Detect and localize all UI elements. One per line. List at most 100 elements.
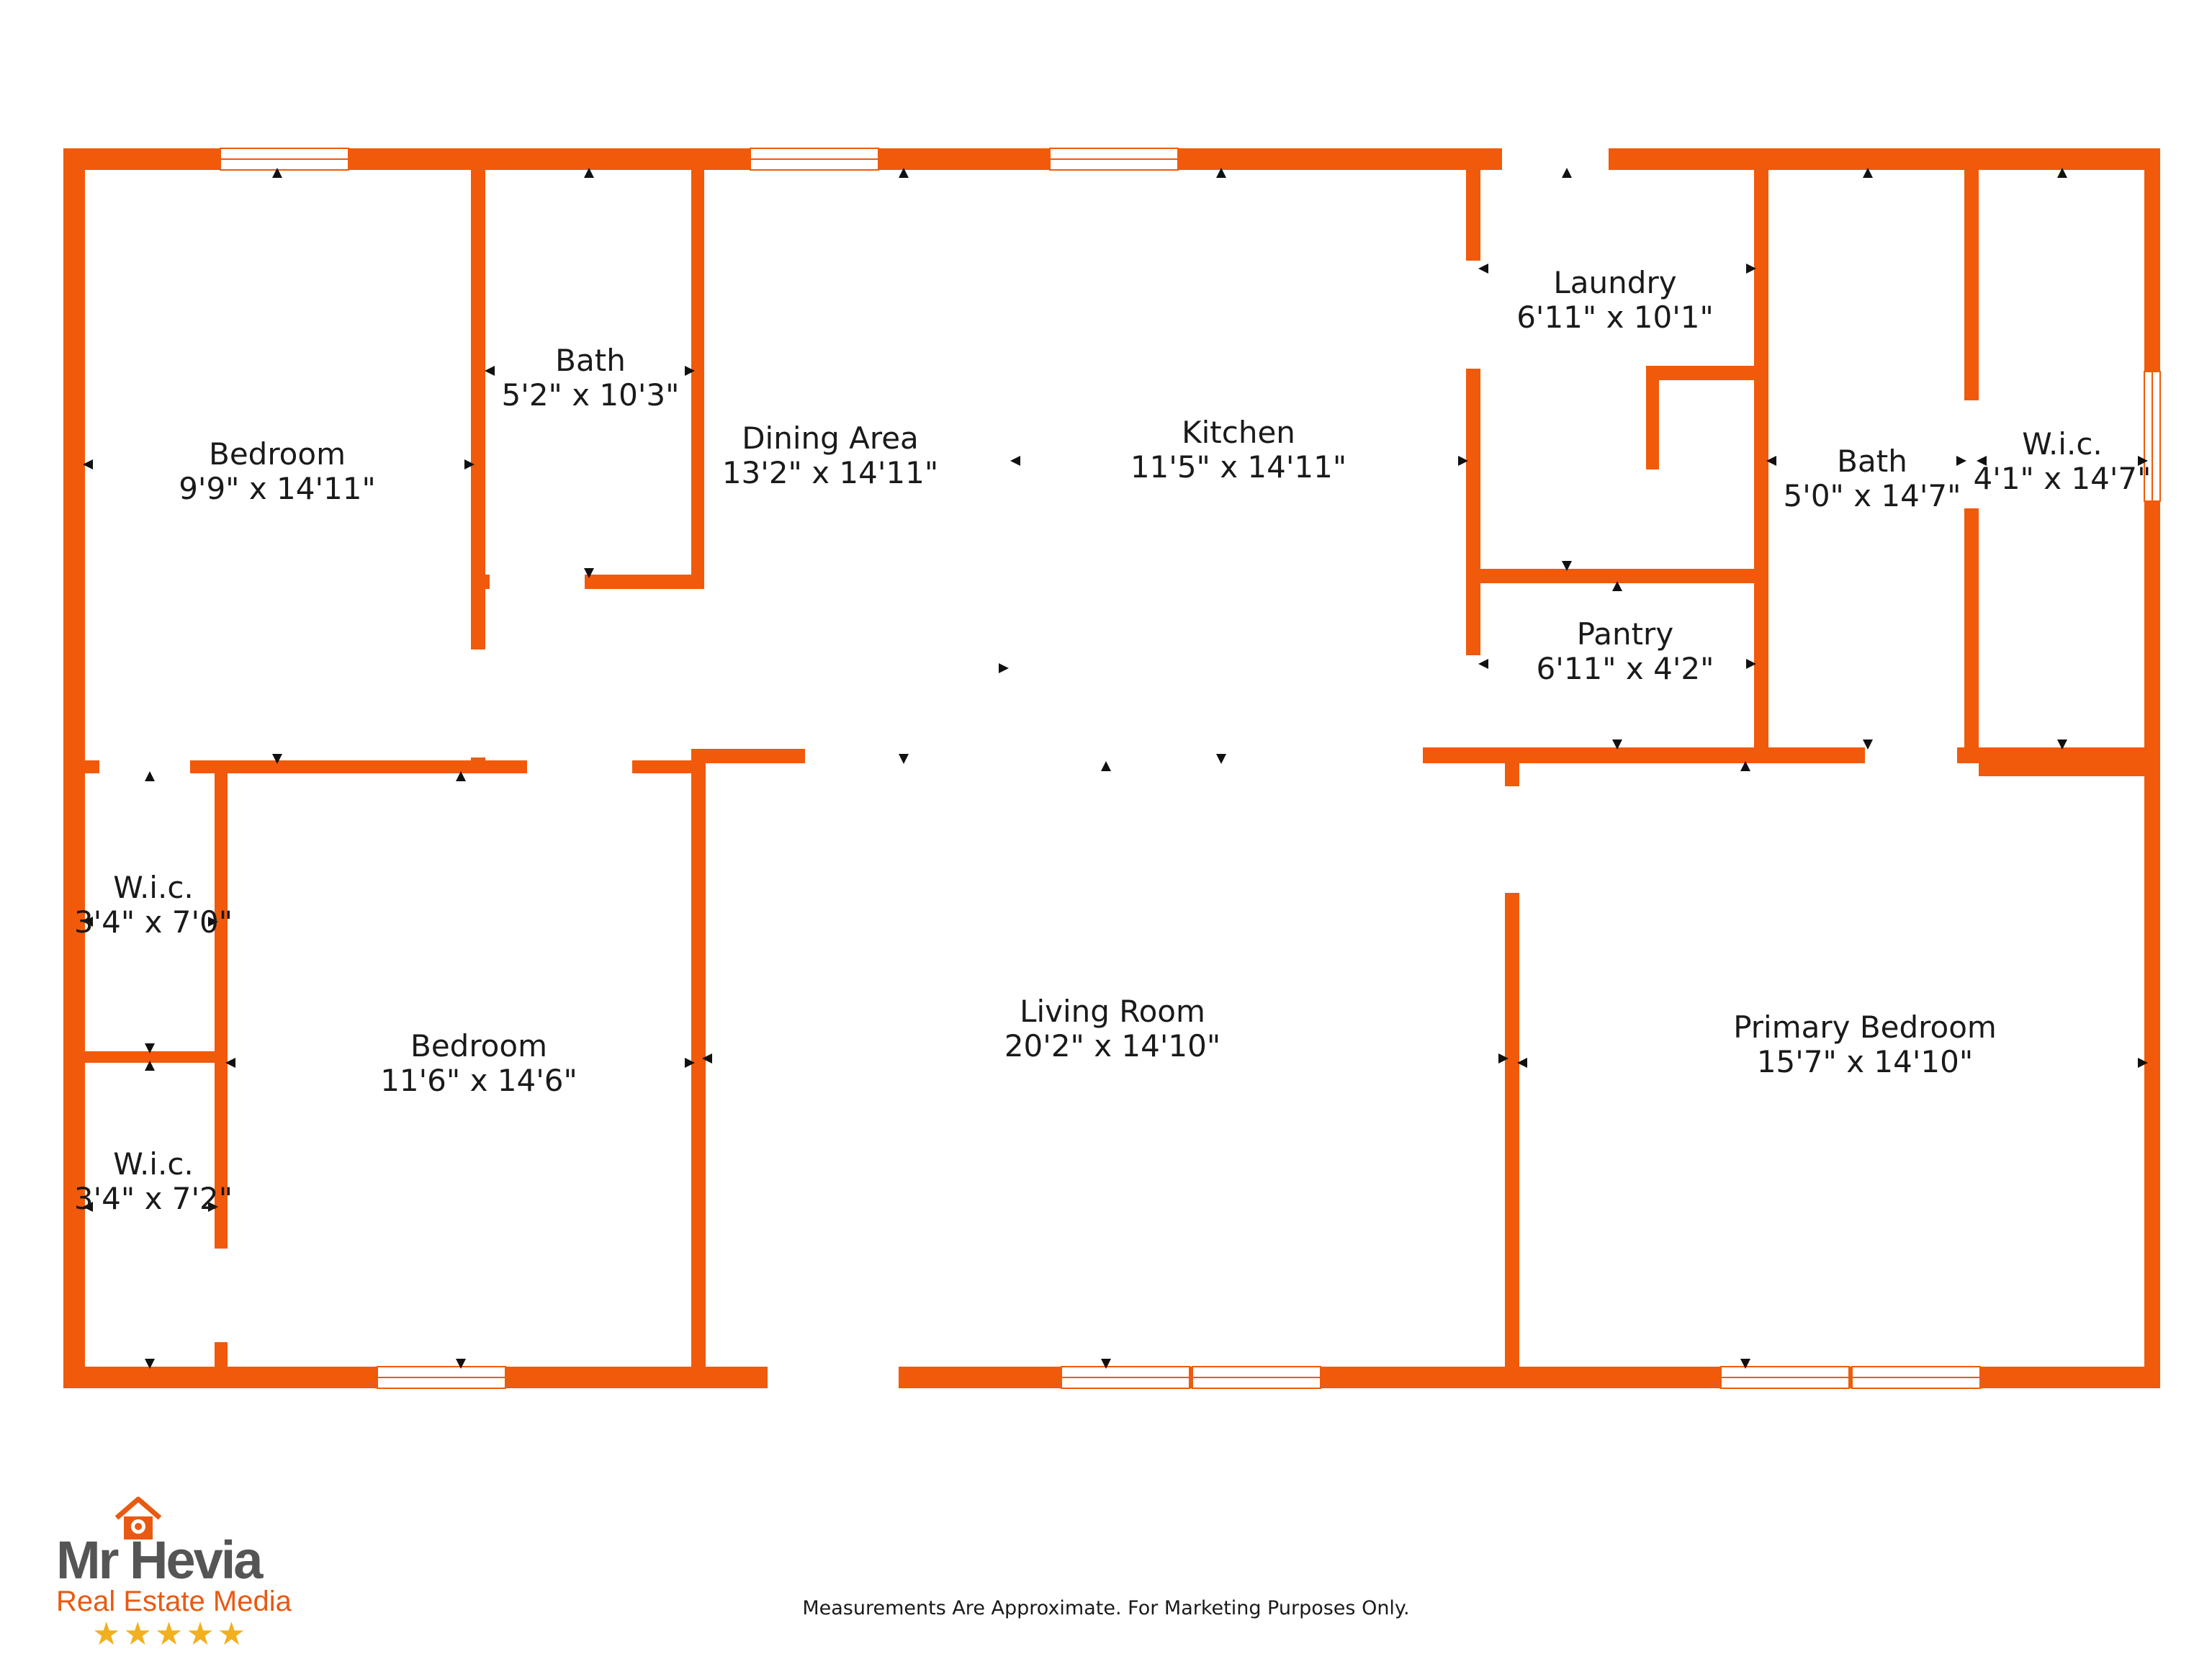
room-primary-bedroom: Primary Bedroom 15'7" x 14'10" (1733, 1010, 1997, 1079)
dimension-arrow-icon (1863, 168, 1873, 178)
door-opening (527, 760, 632, 773)
dimension-arrow-icon (1216, 168, 1226, 178)
door-opening (1646, 469, 1659, 569)
dimension-arrow-icon (1101, 1359, 1111, 1369)
brand-logo: Mr Hevia Real Estate Media ★★★★★ (52, 1495, 311, 1653)
logo-subtitle: Real Estate Media (56, 1586, 292, 1617)
dimension-arrow-icon (1977, 456, 1987, 466)
dimension-arrow-icon (225, 1058, 235, 1068)
dimension-arrow-icon (145, 1043, 155, 1053)
room-size: 4'1" x 14'7" (1974, 461, 2152, 496)
wall (63, 148, 85, 1388)
dimension-arrow-icon (208, 1202, 218, 1212)
dimension-arrow-icon (1010, 456, 1020, 466)
dimension-arrow-icon (1216, 754, 1226, 764)
room-size: 15'7" x 14'10" (1757, 1044, 1973, 1079)
dimension-arrow-icon (208, 917, 218, 927)
dimension-arrow-icon (145, 1359, 155, 1369)
door-opening (99, 760, 190, 773)
rating-stars-icon: ★★★★★ (92, 1616, 249, 1653)
house-icon (114, 1496, 162, 1539)
room-dining-area: Dining Area 13'2" x 14'11" (722, 421, 938, 490)
room-name: Bedroom (410, 1028, 547, 1064)
room-name: Bath (555, 343, 626, 378)
walls (63, 148, 2160, 1388)
dimension-arrow-icon (899, 754, 909, 764)
dimension-arrow-icon (1612, 739, 1622, 750)
dimension-arrow-icon (584, 168, 594, 178)
dimension-arrow-icon (2057, 168, 2067, 178)
room-size: 20'2" x 14'10" (1004, 1028, 1220, 1064)
wall (1979, 747, 2160, 776)
room-size: 5'0" x 14'7" (1784, 478, 1961, 513)
wall (691, 749, 805, 763)
dimension-arrow-icon (1562, 561, 1572, 571)
room-name: Bedroom (209, 436, 346, 472)
room-wic-2: W.i.c. 3'4" x 7'0" (74, 870, 233, 940)
dimension-arrow-icon (464, 459, 475, 469)
dimension-arrow-icon (1458, 456, 1468, 466)
logo-title: Mr Hevia (56, 1530, 263, 1590)
room-size: 9'9" x 14'11" (179, 471, 376, 506)
dimension-arrow-icon (1517, 1058, 1527, 1068)
room-name: W.i.c. (2022, 426, 2103, 462)
dimension-arrow-icon (456, 1359, 466, 1369)
door-opening (1466, 655, 1480, 747)
room-name: Pantry (1577, 616, 1673, 652)
dimension-arrow-icon (584, 568, 594, 578)
dimension-arrow-icon (83, 1202, 93, 1212)
dimension-arrow-icon (485, 366, 495, 376)
dimension-arrow-icon (2138, 1058, 2148, 1068)
room-name: Primary Bedroom (1733, 1010, 1997, 1045)
door-opening (768, 1367, 899, 1388)
dimension-arrow-icon (1766, 456, 1776, 466)
dimension-arrow-icon (2057, 739, 2067, 750)
room-name: Dining Area (742, 421, 919, 456)
dimension-arrow-icon (456, 771, 466, 781)
dimension-arrow-icon (1612, 581, 1622, 591)
room-kitchen: Kitchen 11'5" x 14'11" (1130, 415, 1346, 485)
room-size: 11'5" x 14'11" (1130, 449, 1346, 485)
wall (85, 1051, 222, 1063)
room-size: 3'4" x 7'2" (74, 1181, 233, 1216)
dimension-arrow-icon (145, 1061, 155, 1071)
disclaimer-text: Measurements Are Approximate. For Market… (802, 1597, 1410, 1619)
dimension-arrow-icon (2138, 456, 2148, 466)
room-size: 6'11" x 4'2" (1537, 651, 1714, 686)
door-opening (1964, 400, 1979, 508)
door-opening (1502, 148, 1609, 170)
dimension-arrow-icon (1740, 1359, 1750, 1369)
dimension-arrow-icon (1478, 659, 1488, 669)
wall (1646, 366, 1760, 380)
door-opening (215, 1249, 228, 1342)
room-laundry: Laundry 6'11" x 10'1" (1516, 265, 1714, 335)
dimension-arrow-icon (1101, 761, 1111, 771)
wall (1480, 569, 1760, 583)
dimension-arrow-icon (145, 771, 155, 781)
wall (691, 170, 704, 589)
door-opening (805, 749, 1421, 763)
dimension-arrow-icon (1746, 264, 1756, 274)
dimension-arrow-icon (685, 1058, 695, 1068)
room-name: Living Room (1020, 994, 1205, 1029)
room-name: W.i.c. (113, 870, 194, 905)
room-name: Bath (1837, 444, 1907, 479)
room-bath-1: Bath 5'2" x 10'3" (502, 343, 680, 413)
dimension-arrow-icon (1956, 456, 1966, 466)
wall (1423, 747, 2160, 763)
room-name: W.i.c. (113, 1146, 194, 1182)
door-opening (1466, 261, 1480, 369)
dimension-arrow-icon (899, 168, 909, 178)
room-wic-1: W.i.c. 4'1" x 14'7" (1974, 426, 2152, 496)
room-bedroom-2: Bedroom 11'6" x 14'6" (380, 1028, 577, 1098)
dimension-arrow-icon (1478, 264, 1488, 274)
wall (1505, 763, 1519, 1367)
room-name: Kitchen (1182, 415, 1295, 450)
dimension-arrow-icon (702, 1053, 712, 1064)
wall (1754, 170, 1768, 755)
door-opening (1505, 786, 1519, 893)
room-bedroom-1: Bedroom 9'9" x 14'11" (179, 436, 376, 506)
room-size: 3'4" x 7'0" (74, 904, 233, 940)
room-wic-3: W.i.c. 3'4" x 7'2" (74, 1146, 233, 1216)
